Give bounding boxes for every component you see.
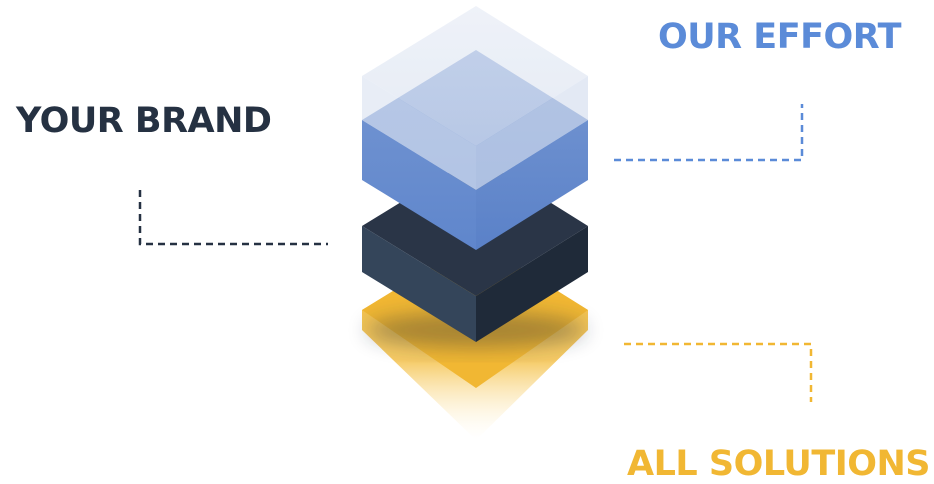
brand-layer-left — [362, 226, 476, 342]
effort-connector-line — [614, 104, 804, 162]
ghost-layer-left — [362, 76, 476, 190]
effort-layer-right — [476, 120, 588, 250]
ghost-layer-top — [362, 6, 588, 146]
all-solutions-label: ALL SOLUTIONS — [627, 444, 930, 484]
our-effort-label: OUR EFFORT — [658, 17, 902, 57]
brand-connector-line — [138, 190, 328, 246]
solutions-connector-line — [624, 342, 813, 402]
ghost-layer-right — [476, 76, 588, 190]
effort-layer-left — [362, 120, 476, 250]
your-brand-label: YOUR BRAND — [16, 101, 272, 141]
brand-layer-right — [476, 226, 588, 342]
ghost-layer — [362, 6, 588, 190]
